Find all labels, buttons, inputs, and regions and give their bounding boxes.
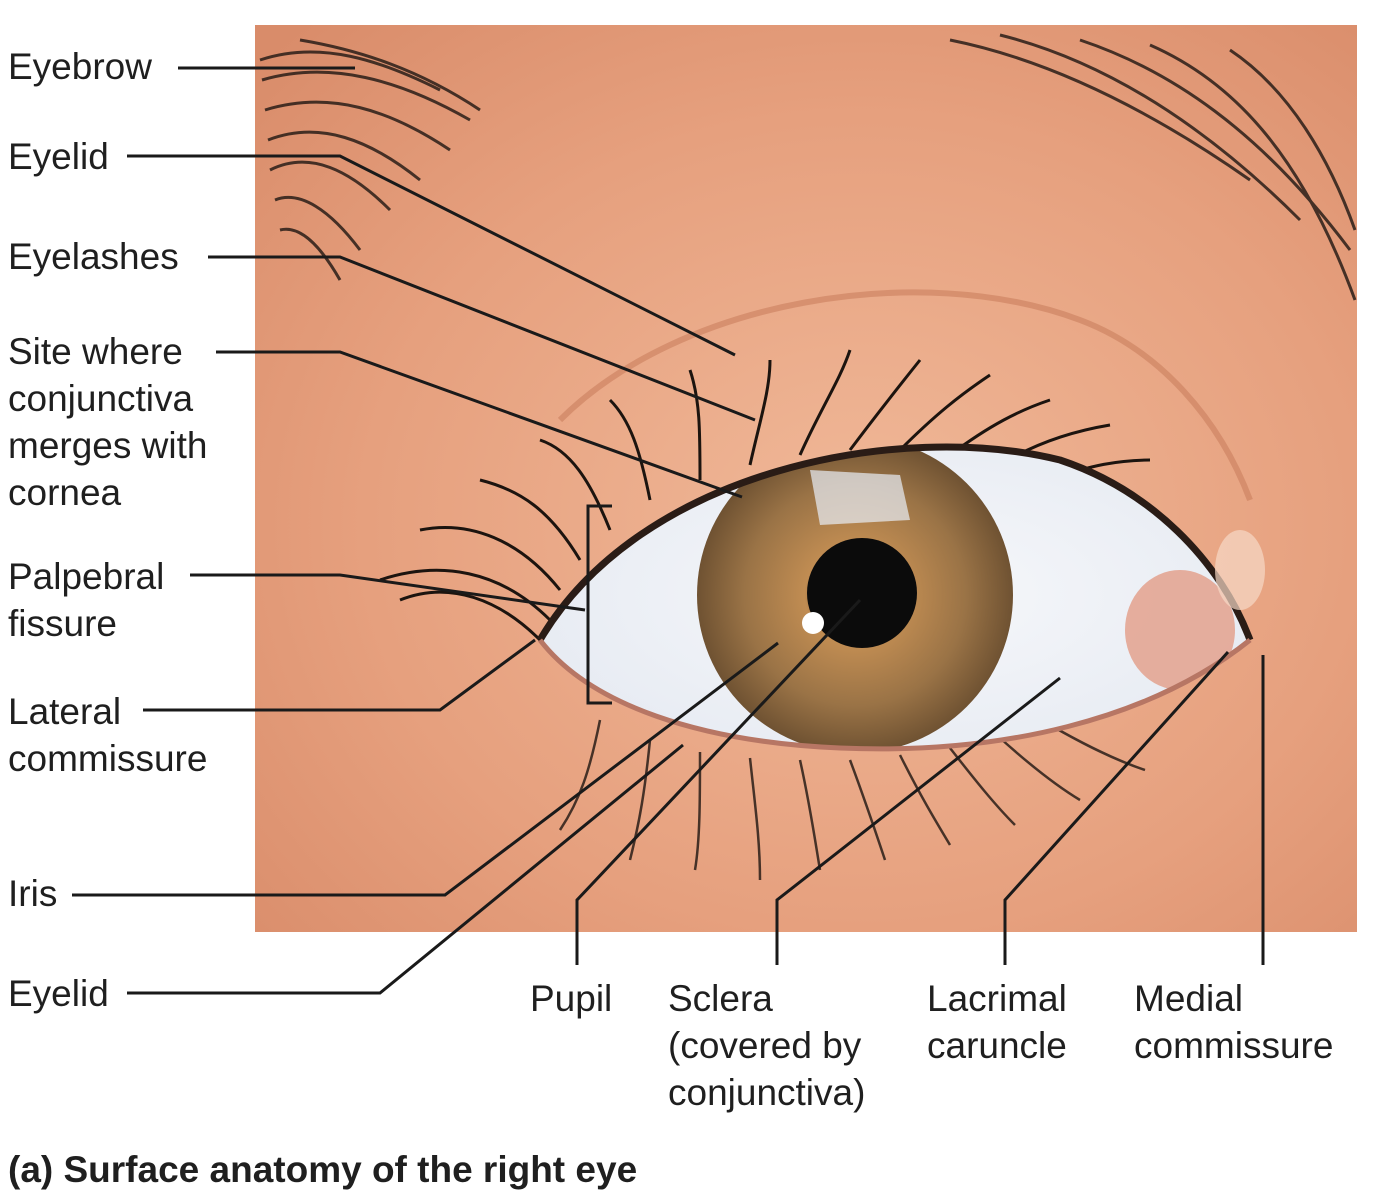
label-medial-commissure: Medial commissure [1134,978,1334,1066]
label-eyelid-upper: Eyelid [8,136,109,177]
label-eyebrow: Eyebrow [8,46,152,87]
label-conjunctiva-site: Site where conjunctiva merges with corne… [8,331,208,513]
label-sclera: Sclera (covered by conjunctiva) [668,978,866,1113]
eyebrow-hair [259,33,1357,301]
leader-line-lacrimal-caruncle [1003,650,1230,965]
label-lateral-commissure: Lateral commissure [8,691,208,779]
leader-line-sclera [775,676,1061,965]
label-eyelashes: Eyelashes [8,236,179,277]
label-iris: Iris [8,873,58,914]
pupil-shape [807,538,917,648]
palpebral-fissure-bracket [586,504,612,705]
leader-line-palpebral-fissure [190,573,586,612]
leader-line-eyelid-upper [127,154,736,357]
leader-line-lateral-commissure [143,638,536,712]
label-eyelid-lower: Eyelid [8,973,109,1014]
eye-photo [255,25,1357,932]
leader-line-iris [72,641,779,897]
leader-line-pupil [575,598,862,965]
leader-line-eyelashes [208,255,756,422]
lower-eyelashes [558,719,1146,881]
leader-line-eyelid-lower [127,743,684,995]
figure-caption: (a) Surface anatomy of the right eye [8,1149,638,1190]
label-palpebral-fissure: Palpebral fissure [8,556,165,644]
label-pupil: Pupil [530,978,613,1019]
leader-line-conjunctiva-site [216,350,743,499]
label-lacrimal-caruncle: Lacrimal caruncle [927,978,1067,1066]
leader-lines [72,66,1265,995]
